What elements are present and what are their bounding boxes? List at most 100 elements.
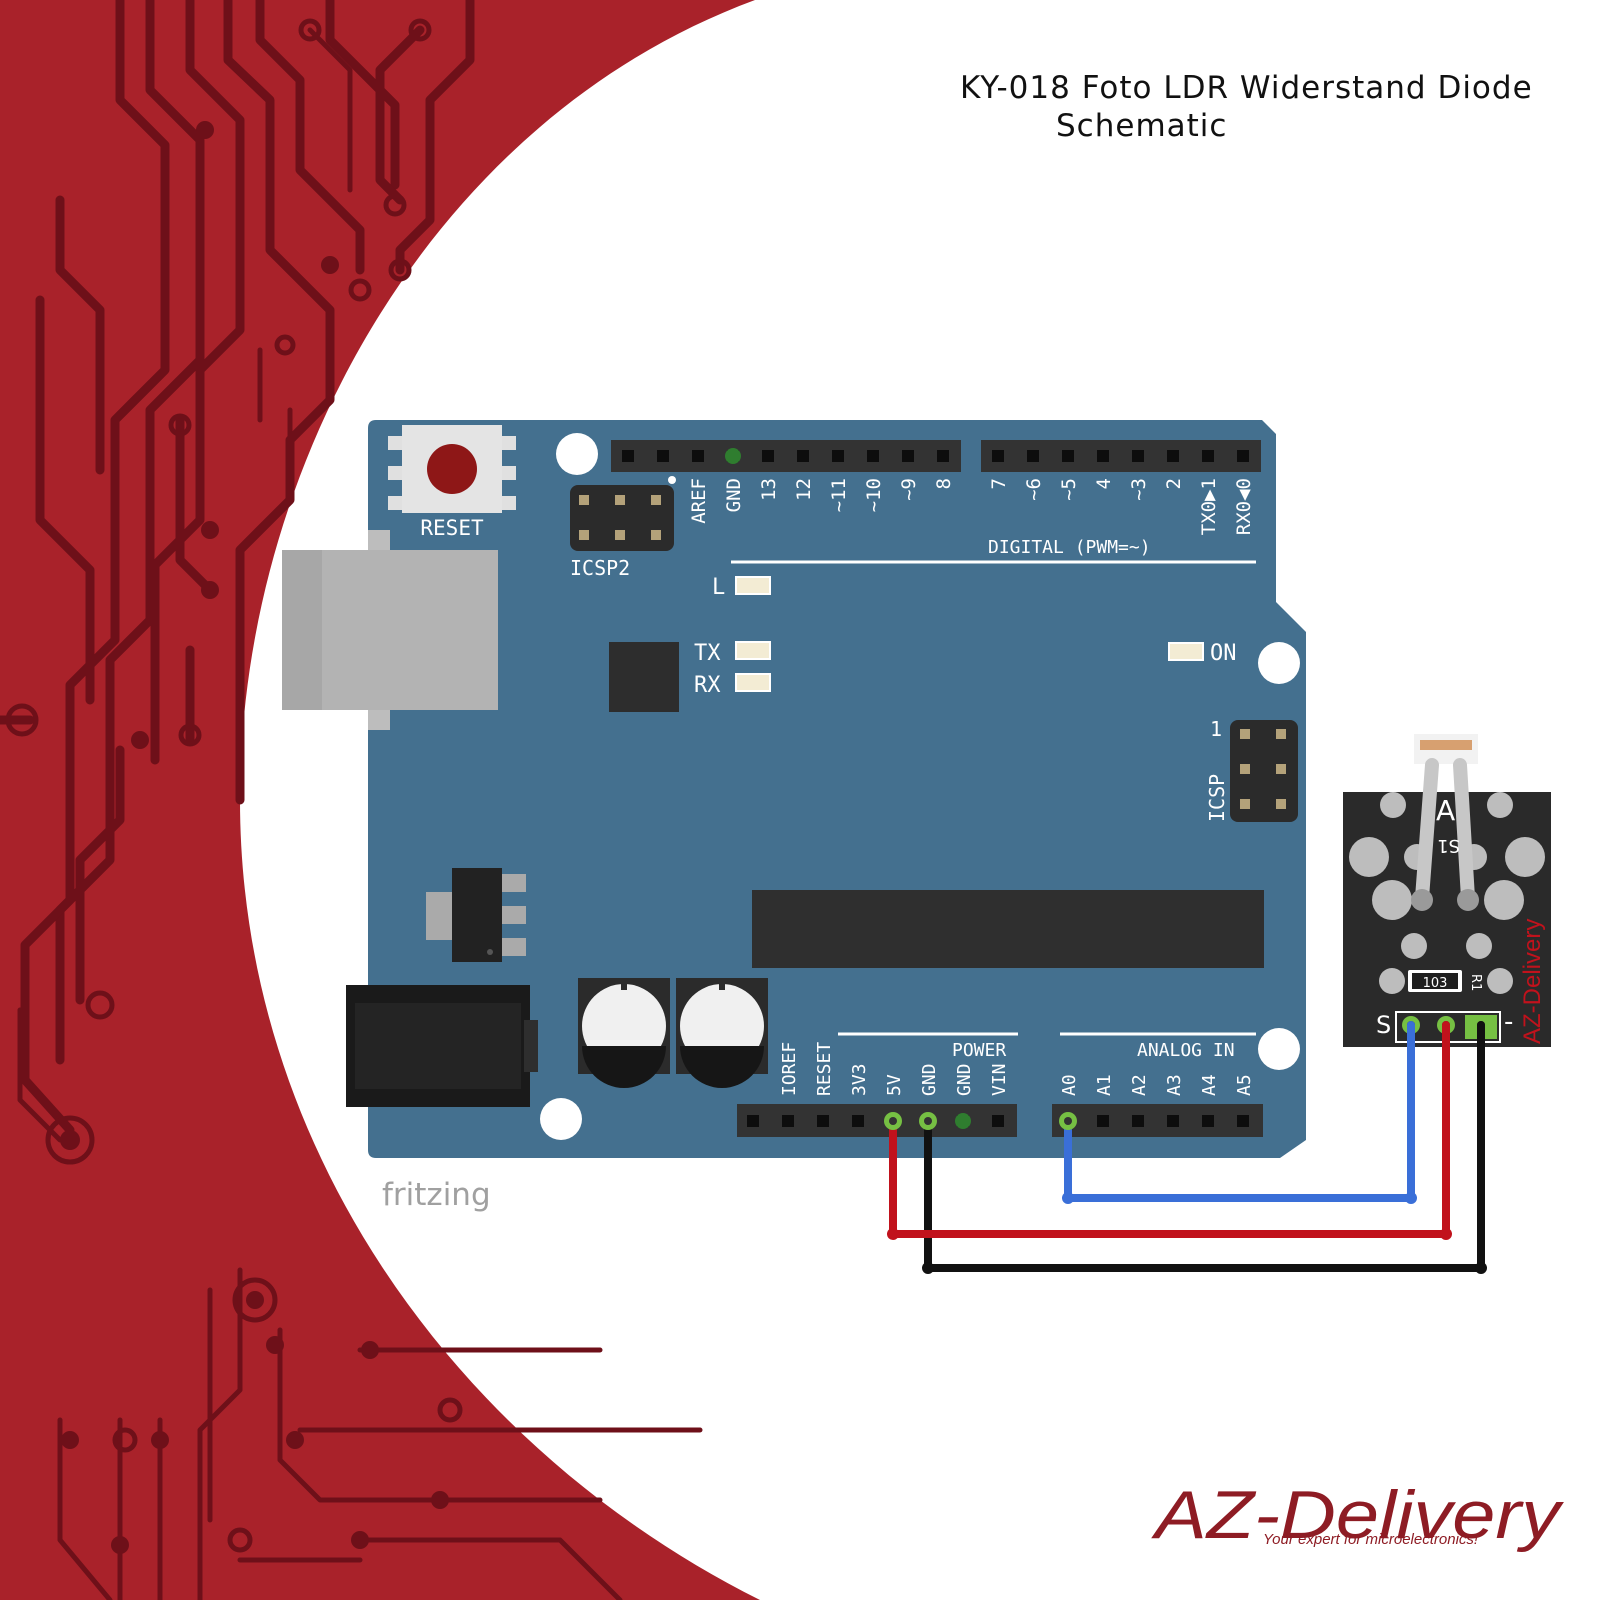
digital-pin-label: ~11	[828, 478, 850, 512]
capacitor	[578, 978, 670, 1088]
brand-tagline: Your expert for microelectronics!	[1263, 1531, 1479, 1548]
module-brand-vertical: AZ-Delivery	[1519, 919, 1546, 1044]
module-pin-s-label: S	[1376, 1011, 1391, 1039]
reset-button[interactable]	[388, 425, 516, 513]
digital-pin-label: 7	[988, 478, 1010, 489]
header-pin	[1027, 450, 1039, 462]
digital-pin-label: GND	[723, 478, 745, 512]
power-pin-label: GND	[954, 1063, 975, 1096]
fritzing-watermark: fritzing	[382, 1177, 491, 1213]
wire-endpoints	[887, 1192, 1487, 1274]
power-jack	[346, 985, 538, 1107]
microcontroller-chip	[752, 890, 1264, 968]
header-pin	[797, 450, 809, 462]
icsp2-label: ICSP2	[570, 556, 630, 580]
sensor-label-a: A	[1436, 794, 1455, 827]
wires	[889, 1021, 1485, 1272]
header-pin	[852, 1115, 864, 1127]
header-pin	[992, 450, 1004, 462]
analog-label: ANALOG IN	[1137, 1040, 1235, 1061]
icsp2-header	[570, 476, 676, 551]
header-pin	[762, 450, 774, 462]
header-pin	[817, 1115, 829, 1127]
digital-pin-label: 13	[758, 478, 780, 501]
power-pin-label: RESET	[814, 1042, 835, 1096]
resistor-value-label: 103	[1423, 976, 1448, 991]
connected-pins	[725, 448, 1077, 1130]
header-pin	[832, 450, 844, 462]
circuit-background	[0, 0, 760, 1600]
digital-pin-label: ~6	[1023, 478, 1045, 501]
digital-pin-label: ~9	[898, 478, 920, 501]
header-pin	[1132, 450, 1144, 462]
smd-resistor: 103 R1	[1408, 970, 1483, 992]
digital-pin-label: 4	[1093, 478, 1115, 489]
header-pin	[1097, 450, 1109, 462]
header-pin	[747, 1115, 759, 1127]
az-delivery-logo: AZ-Delivery Your expert for microelectro…	[1150, 1477, 1564, 1553]
header-pin	[1132, 1115, 1144, 1127]
mounting-hole	[1258, 1028, 1300, 1070]
analog-pin-label: A0	[1059, 1074, 1080, 1096]
mounting-hole	[1258, 642, 1300, 684]
digital-pin-label: 8	[933, 478, 955, 489]
photoresistor	[1411, 734, 1479, 911]
digital-pin-label: AREF	[688, 478, 710, 524]
analog-pin-label: A1	[1094, 1074, 1115, 1096]
digital-pin-label: TX0▶1	[1198, 478, 1220, 535]
header-pin	[1202, 450, 1214, 462]
mounting-hole	[540, 1098, 582, 1140]
header-pin	[937, 450, 949, 462]
digital-header-right	[981, 440, 1261, 472]
mounting-hole	[556, 433, 598, 475]
header-pin	[657, 450, 669, 462]
led-on-label: ON	[1210, 641, 1237, 666]
digital-pin-label: ~5	[1058, 478, 1080, 501]
power-pin-label: IOREF	[779, 1042, 800, 1096]
header-pin	[1167, 450, 1179, 462]
sensor-label-s1: S1	[1437, 835, 1460, 856]
header-pin	[1167, 1115, 1179, 1127]
analog-pin-label: A3	[1164, 1074, 1185, 1096]
analog-pin-label: A5	[1234, 1074, 1255, 1096]
power-pin-label: VIN	[989, 1063, 1010, 1096]
analog-header	[1052, 1104, 1263, 1137]
header-pin	[902, 450, 914, 462]
header-pin	[992, 1115, 1004, 1127]
header-pin	[692, 450, 704, 462]
voltage-regulator	[426, 868, 526, 962]
module-pin-minus-label: -	[1504, 1007, 1513, 1037]
digital-pin-label: 2	[1163, 478, 1185, 489]
led-tx-label: TX	[694, 641, 721, 666]
header-pin	[1202, 1115, 1214, 1127]
header-pin	[1237, 450, 1249, 462]
digital-pin-label: ~3	[1128, 478, 1150, 501]
icsp-pin1-label: 1	[1210, 717, 1222, 741]
title-line-1: KY-018 Foto LDR Widerstand Diode	[960, 70, 1533, 106]
led-rx-label: RX	[694, 673, 721, 698]
icsp-header	[1230, 720, 1298, 822]
power-pin-label: 5V	[884, 1074, 905, 1096]
power-pin-label: GND	[919, 1063, 940, 1096]
header-pin	[1062, 450, 1074, 462]
led-indicators	[735, 576, 1204, 692]
wire-gnd-black	[924, 1021, 1485, 1272]
power-label: POWER	[952, 1040, 1006, 1061]
icsp-label: ICSP	[1205, 774, 1229, 822]
power-header	[737, 1104, 1017, 1137]
usb-port	[282, 530, 498, 730]
header-pin	[867, 450, 879, 462]
power-pin-label: 3V3	[849, 1063, 870, 1096]
digital-pin-label: 12	[793, 478, 815, 501]
title-line-2: Schematic	[1056, 108, 1228, 144]
header-pin	[1237, 1115, 1249, 1127]
analog-pin-label: A2	[1129, 1074, 1150, 1096]
capacitor	[676, 978, 768, 1088]
reset-label: RESET	[420, 516, 484, 540]
arduino-uno-board: RESET ICSP2 ICSP 1 L TX RX ON DIGITAL (P…	[282, 420, 1306, 1213]
header-pin	[622, 450, 634, 462]
ky018-ldr-module: A S1 103 R1 AZ-Delivery S -	[1343, 734, 1551, 1047]
header-pin	[1097, 1115, 1109, 1127]
